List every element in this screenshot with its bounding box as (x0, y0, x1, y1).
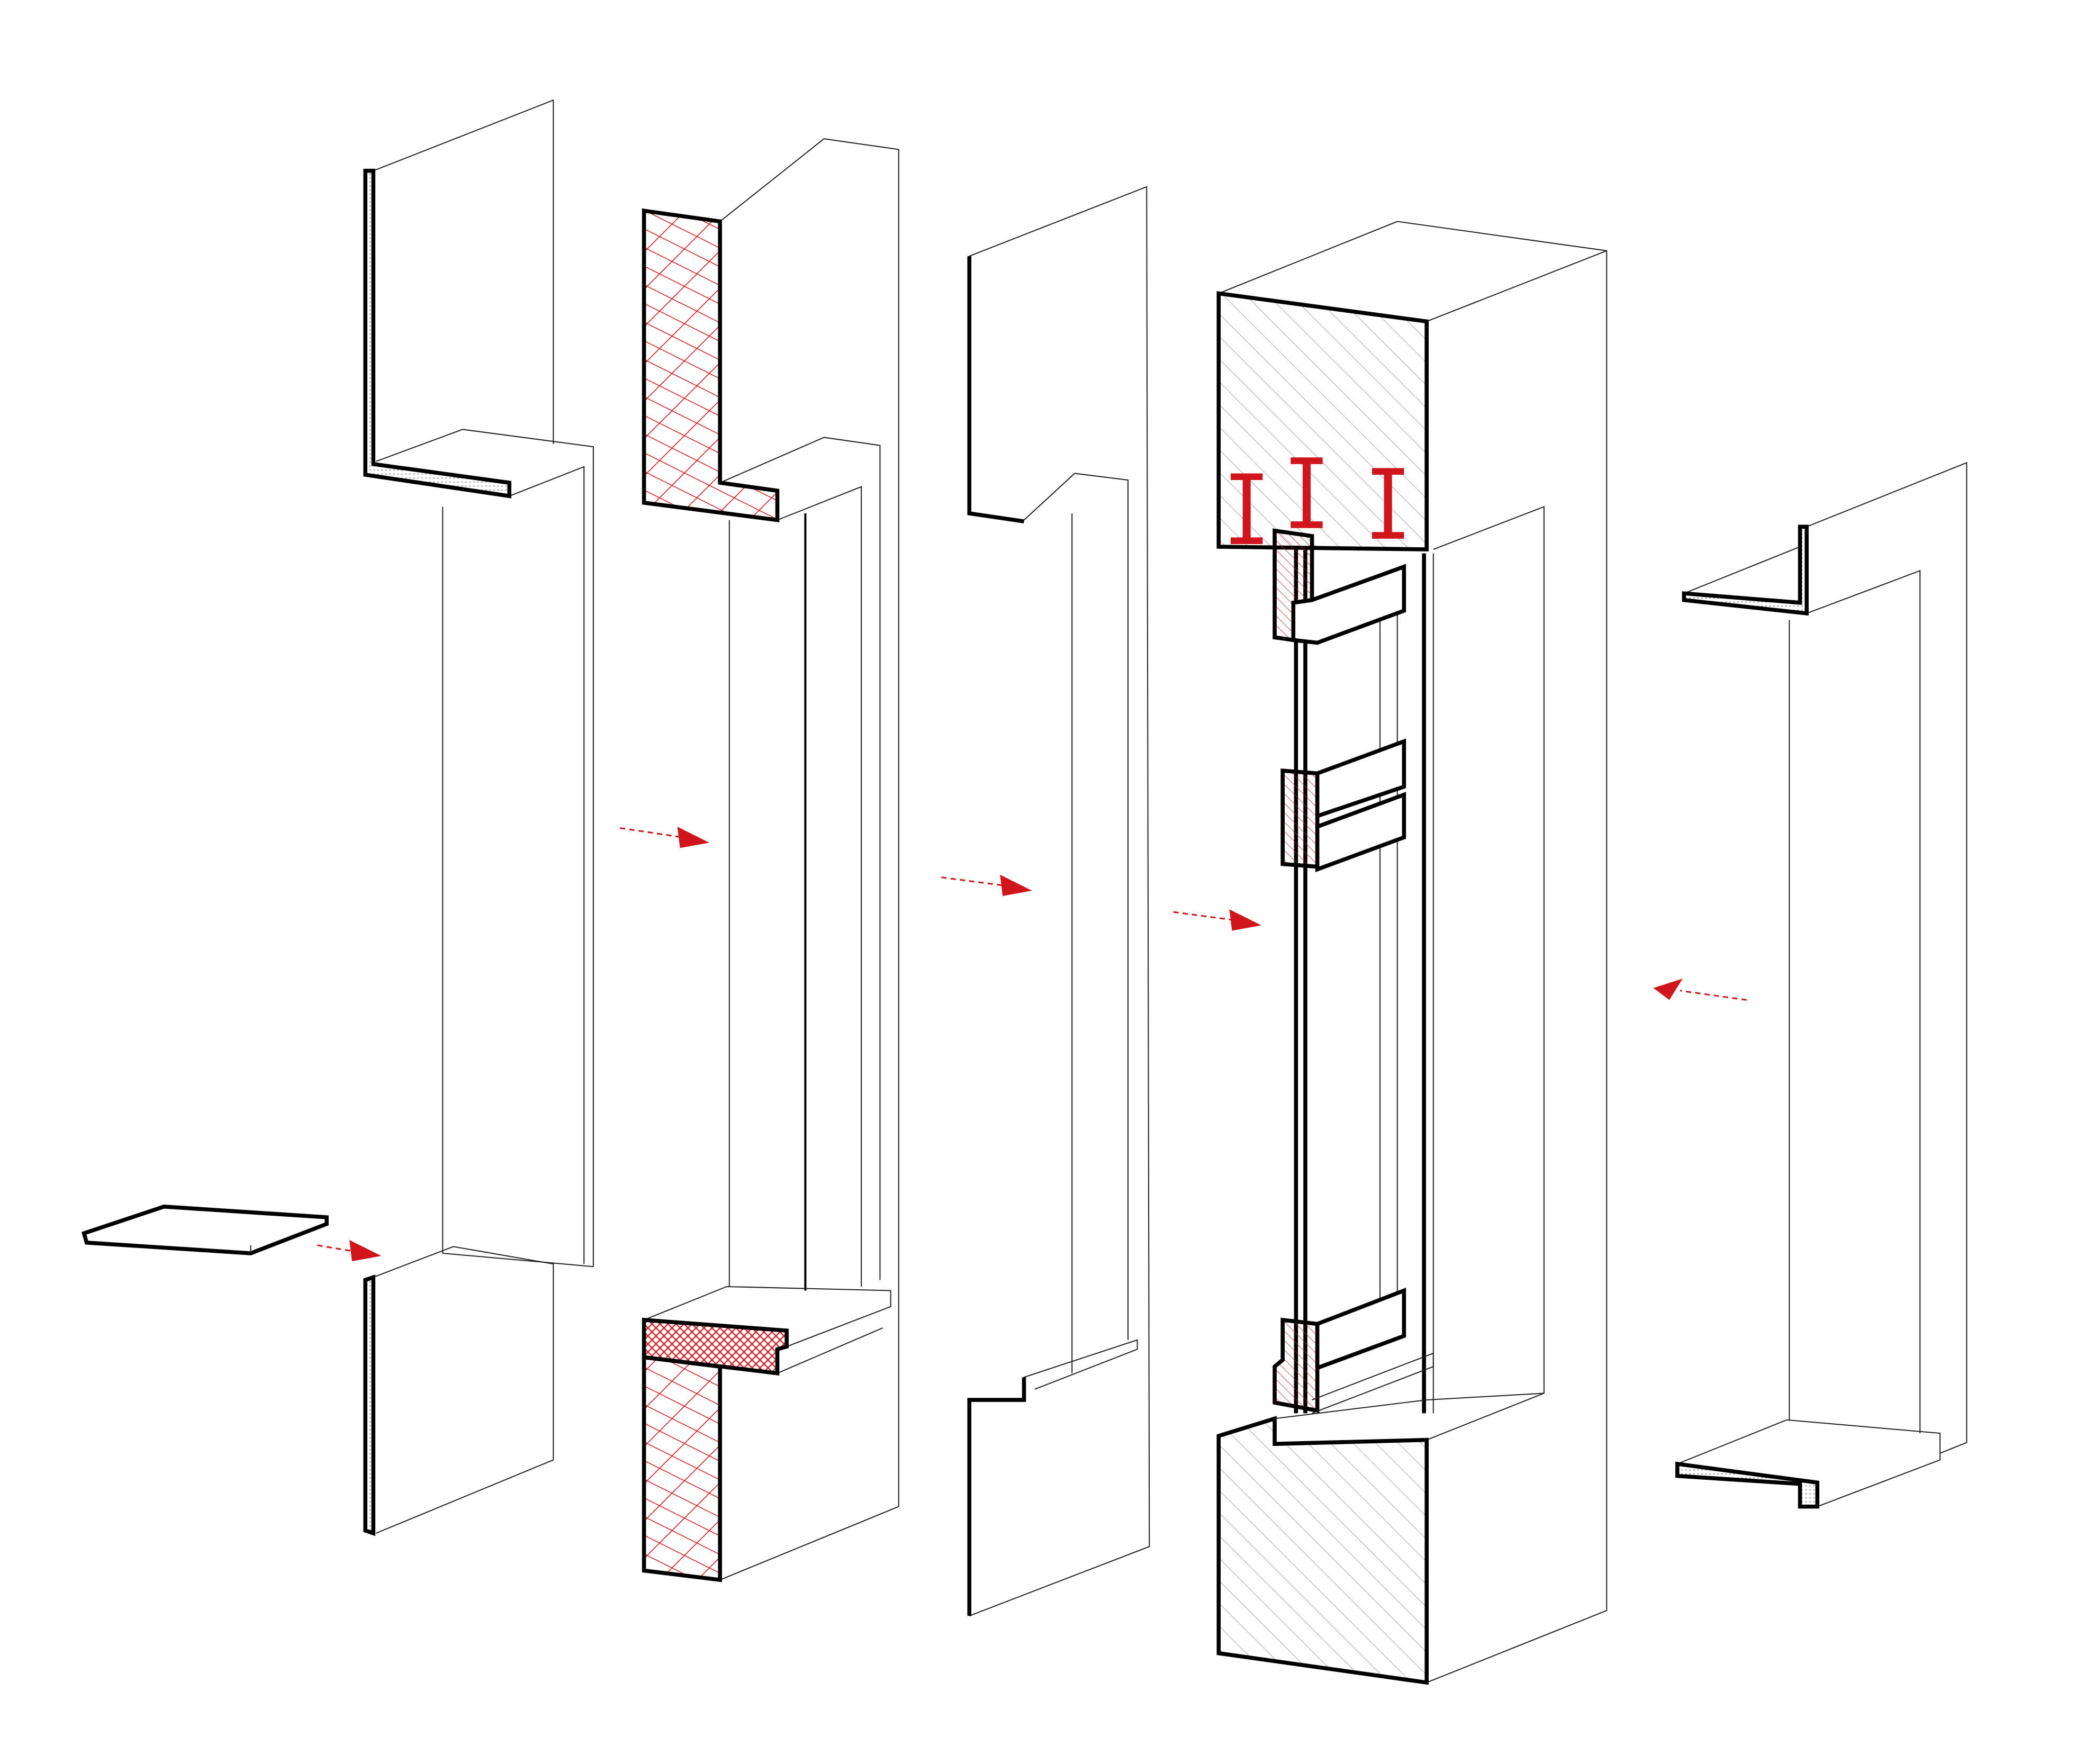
membrane-layer (967, 186, 1150, 1617)
arrow-right-icon (317, 1240, 382, 1262)
arrow-right-icon (941, 874, 1032, 896)
arrow-left-icon (1653, 979, 1747, 1001)
interior-lining-layer (1675, 462, 1968, 1509)
arrow-right-icon (1173, 909, 1261, 931)
insulation-layer (642, 138, 899, 1582)
assembly-arrows (317, 826, 1747, 1262)
arrow-right-icon (620, 826, 710, 848)
structure-window-layer (1216, 221, 1608, 1685)
window-sill-piece (82, 1205, 329, 1255)
steel-i-beams (1230, 457, 1404, 544)
cladding-layer (82, 99, 594, 1536)
